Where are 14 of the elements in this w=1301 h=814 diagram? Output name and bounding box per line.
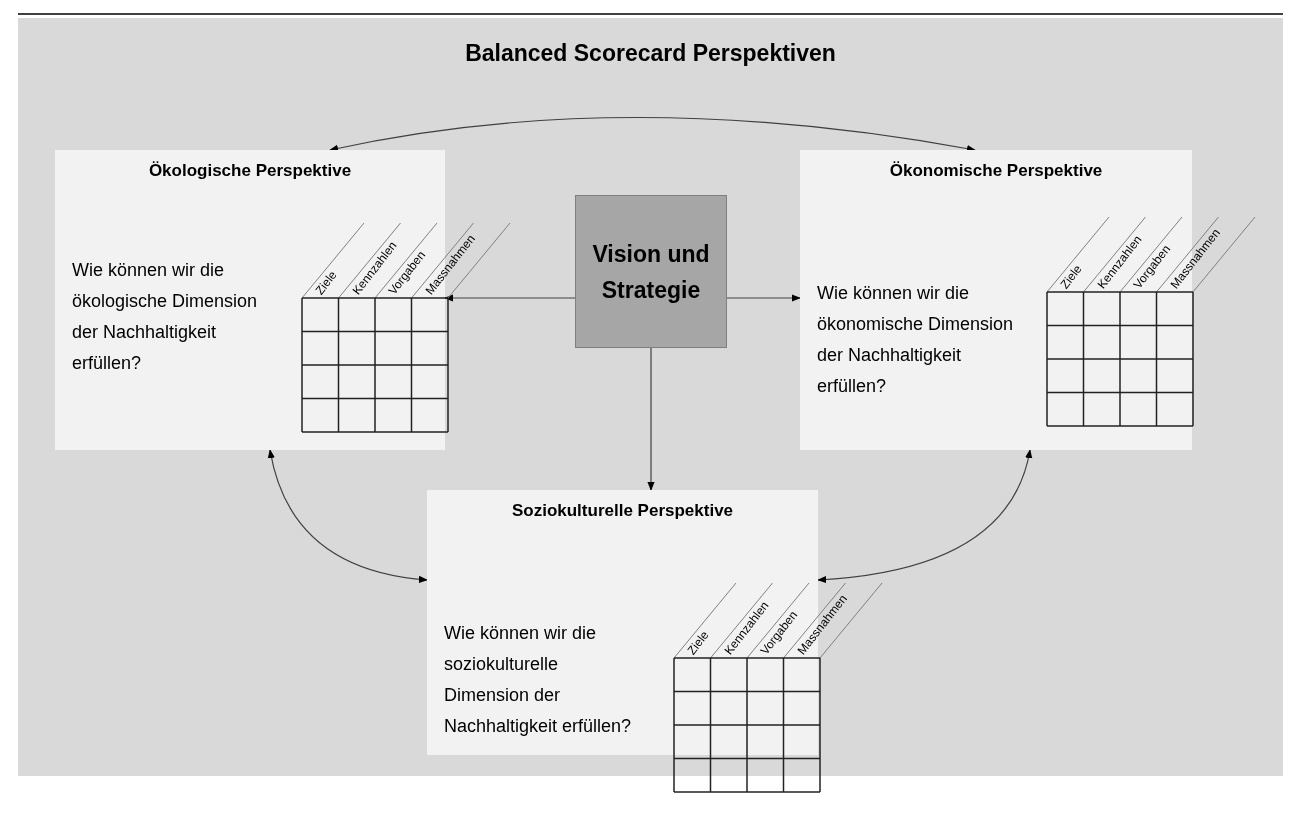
arrow [268, 449, 428, 583]
center-label: Vision und Strategie [591, 239, 711, 305]
perspective-heading: Soziokulturelle Perspektive [510, 500, 735, 522]
arrow [726, 294, 801, 302]
question-text: Wie können wir die soziokulturelle Dimension der Nachhaltigkeit erfüllen? [444, 622, 633, 738]
perspective-heading: Ökologische Perspektive [147, 160, 353, 182]
arrow [647, 347, 655, 491]
perspective-heading: Ökonomische Perspektive [888, 160, 1104, 182]
center-box [575, 195, 727, 348]
question-text: Wie können wir die ökonomische Dimension der Nachhaltigkeit erfüllen? [817, 282, 1015, 398]
title: Balanced Scorecard Perspektiven [464, 39, 837, 68]
arrow [817, 449, 1032, 583]
question-text: Wie können wir die ökologische Dimension der Nachhaltigkeit erfüllen? [72, 259, 259, 375]
arrow [329, 116, 976, 153]
